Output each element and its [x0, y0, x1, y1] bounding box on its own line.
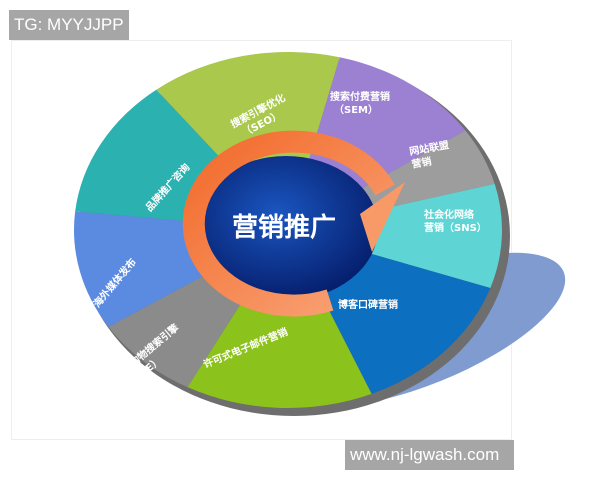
cycle-arrow: [182, 130, 395, 317]
cycle-arrow-head: [360, 182, 405, 252]
center-label: 营销推广: [232, 213, 336, 243]
segment-label-sem: 搜索付费营销（SEM）: [330, 90, 390, 116]
segment-label-sns: 社会化网络营销（SNS）: [423, 208, 487, 234]
watermark: www.nj-lgwash.com: [345, 440, 514, 470]
segment-sns: [288, 183, 502, 288]
image-frame: [11, 40, 512, 440]
tag-label: TG: MYYJJPP: [9, 10, 129, 40]
segment-email: [187, 230, 372, 408]
center-hub: [194, 156, 378, 300]
segment-label-blog: 博客口碑营销: [338, 298, 398, 311]
